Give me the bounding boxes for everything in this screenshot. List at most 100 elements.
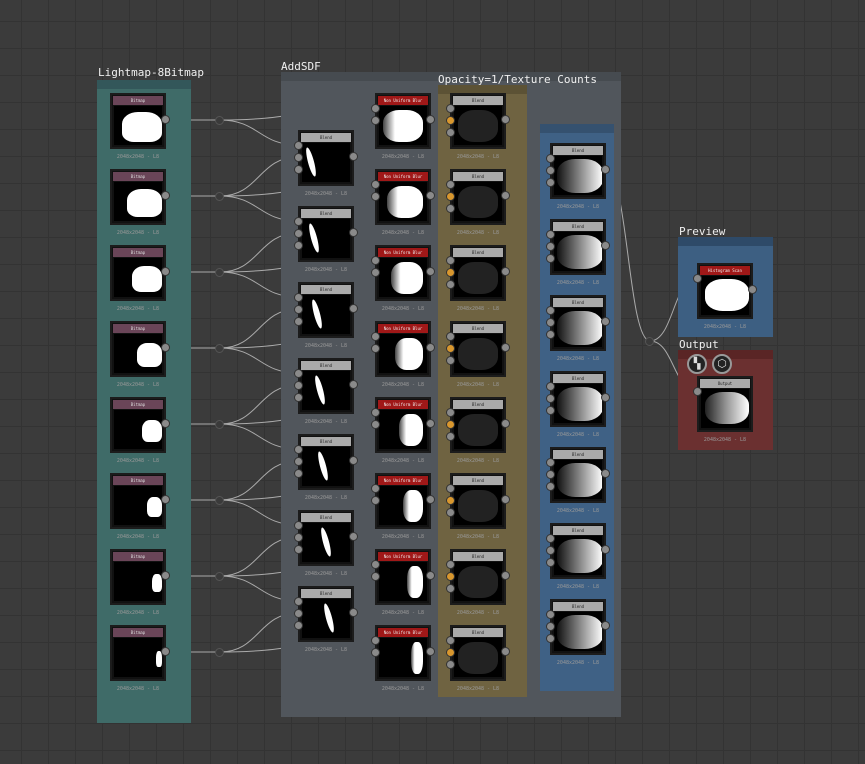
input-port[interactable] xyxy=(446,332,455,341)
output-port[interactable] xyxy=(426,267,435,276)
input-port[interactable] xyxy=(546,330,555,339)
reroute-dot[interactable] xyxy=(215,496,224,505)
output-port[interactable] xyxy=(161,495,170,504)
input-port[interactable] xyxy=(546,458,555,467)
output-port[interactable] xyxy=(426,343,435,352)
input-port[interactable] xyxy=(294,545,303,554)
reroute-dot[interactable] xyxy=(215,648,224,657)
input-port[interactable] xyxy=(693,387,702,396)
reroute-dot[interactable] xyxy=(215,344,224,353)
frame-header[interactable] xyxy=(438,85,527,94)
input-port[interactable] xyxy=(446,268,455,277)
input-port[interactable] xyxy=(371,256,380,265)
reroute-dot[interactable] xyxy=(215,268,224,277)
output-port[interactable] xyxy=(501,495,510,504)
input-port[interactable] xyxy=(446,508,455,517)
input-port[interactable] xyxy=(546,242,555,251)
input-port[interactable] xyxy=(446,204,455,213)
input-port[interactable] xyxy=(446,572,455,581)
output-port[interactable] xyxy=(426,115,435,124)
input-port[interactable] xyxy=(371,180,380,189)
output-port[interactable] xyxy=(501,343,510,352)
input-port[interactable] xyxy=(546,306,555,315)
input-port[interactable] xyxy=(446,256,455,265)
input-port[interactable] xyxy=(371,268,380,277)
input-port[interactable] xyxy=(546,534,555,543)
input-port[interactable] xyxy=(294,597,303,606)
reroute-dot[interactable] xyxy=(215,572,224,581)
input-port[interactable] xyxy=(371,636,380,645)
input-port[interactable] xyxy=(446,636,455,645)
output-port[interactable] xyxy=(501,419,510,428)
input-port[interactable] xyxy=(446,280,455,289)
input-port[interactable] xyxy=(294,521,303,530)
input-port[interactable] xyxy=(446,660,455,669)
output-port[interactable] xyxy=(601,165,610,174)
input-port[interactable] xyxy=(446,648,455,657)
input-port[interactable] xyxy=(294,141,303,150)
output-port[interactable] xyxy=(501,647,510,656)
output-port[interactable] xyxy=(161,647,170,656)
input-port[interactable] xyxy=(546,254,555,263)
input-port[interactable] xyxy=(371,192,380,201)
output-port[interactable] xyxy=(426,495,435,504)
input-port[interactable] xyxy=(294,165,303,174)
output-port[interactable] xyxy=(601,469,610,478)
input-port[interactable] xyxy=(446,560,455,569)
input-port[interactable] xyxy=(371,648,380,657)
input-port[interactable] xyxy=(294,533,303,542)
input-port[interactable] xyxy=(294,241,303,250)
input-port[interactable] xyxy=(446,408,455,417)
output-port[interactable] xyxy=(349,456,358,465)
input-port[interactable] xyxy=(371,572,380,581)
input-port[interactable] xyxy=(294,369,303,378)
input-port[interactable] xyxy=(371,104,380,113)
input-port[interactable] xyxy=(446,104,455,113)
input-port[interactable] xyxy=(546,634,555,643)
output-port[interactable] xyxy=(501,267,510,276)
output-port[interactable] xyxy=(161,115,170,124)
input-port[interactable] xyxy=(446,192,455,201)
output-port[interactable] xyxy=(349,304,358,313)
input-port[interactable] xyxy=(446,584,455,593)
input-port[interactable] xyxy=(546,230,555,239)
input-port[interactable] xyxy=(371,496,380,505)
output-port[interactable] xyxy=(601,393,610,402)
output-port[interactable] xyxy=(349,228,358,237)
input-port[interactable] xyxy=(294,469,303,478)
input-port[interactable] xyxy=(446,432,455,441)
output-port[interactable] xyxy=(426,571,435,580)
frame-header[interactable] xyxy=(678,237,773,246)
output-port[interactable] xyxy=(601,317,610,326)
output-port[interactable] xyxy=(161,191,170,200)
input-port[interactable] xyxy=(446,496,455,505)
output-port[interactable] xyxy=(161,267,170,276)
input-port[interactable] xyxy=(446,344,455,353)
input-port[interactable] xyxy=(371,420,380,429)
input-port[interactable] xyxy=(371,560,380,569)
output-port[interactable] xyxy=(161,343,170,352)
input-port[interactable] xyxy=(546,622,555,631)
checker-icon[interactable]: ▚ xyxy=(687,354,707,374)
output-port[interactable] xyxy=(349,608,358,617)
